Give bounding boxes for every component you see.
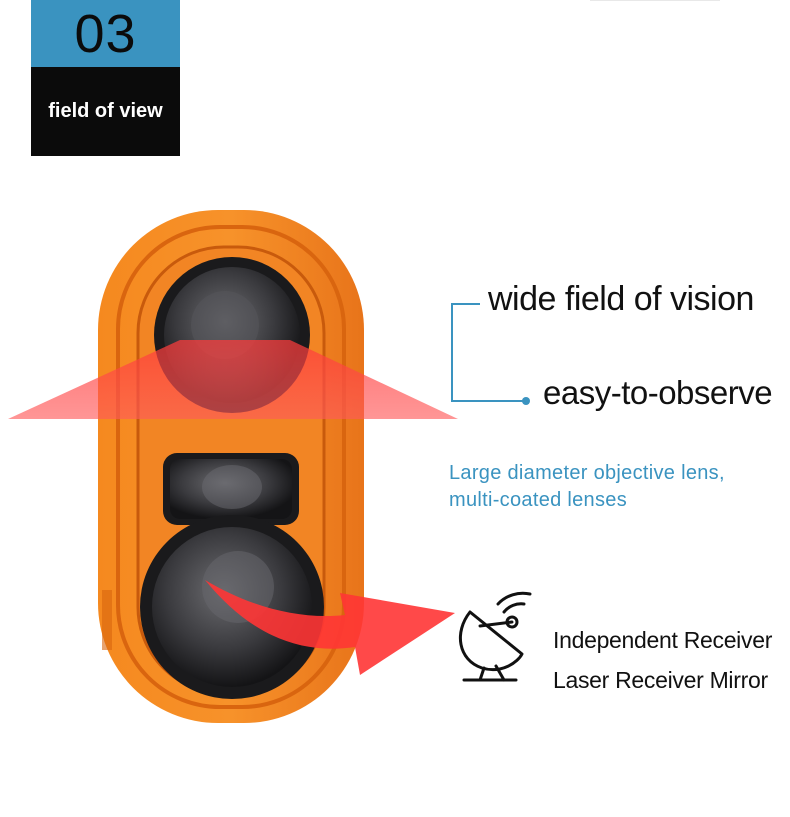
lens-description: Large diameter objective lens, multi-coa…: [449, 460, 779, 514]
rangefinder-illustration: [8, 210, 458, 723]
receiver-arrow: [205, 580, 455, 675]
lens-description-line-1: Large diameter objective lens,: [449, 462, 725, 484]
receiver-label: Independent Receiver Laser Receiver Mirr…: [553, 620, 772, 700]
callout-connector: [451, 303, 530, 405]
laser-emitter-lens: [163, 453, 299, 525]
receiver-line-1: Independent Receiver: [553, 627, 773, 653]
field-of-view-beam: [8, 340, 458, 419]
receiver-line-2: Laser Receiver Mirror: [553, 667, 768, 693]
headline: wide field of vision: [488, 280, 754, 318]
lens-description-line-2: multi-coated lenses: [449, 489, 628, 511]
section-number-badge: 03: [31, 0, 180, 67]
section-title-badge: field of view: [31, 67, 180, 156]
subheadline: easy-to-observe: [543, 374, 773, 411]
top-divider: [590, 0, 720, 1]
satellite-dish-icon: [459, 591, 532, 682]
